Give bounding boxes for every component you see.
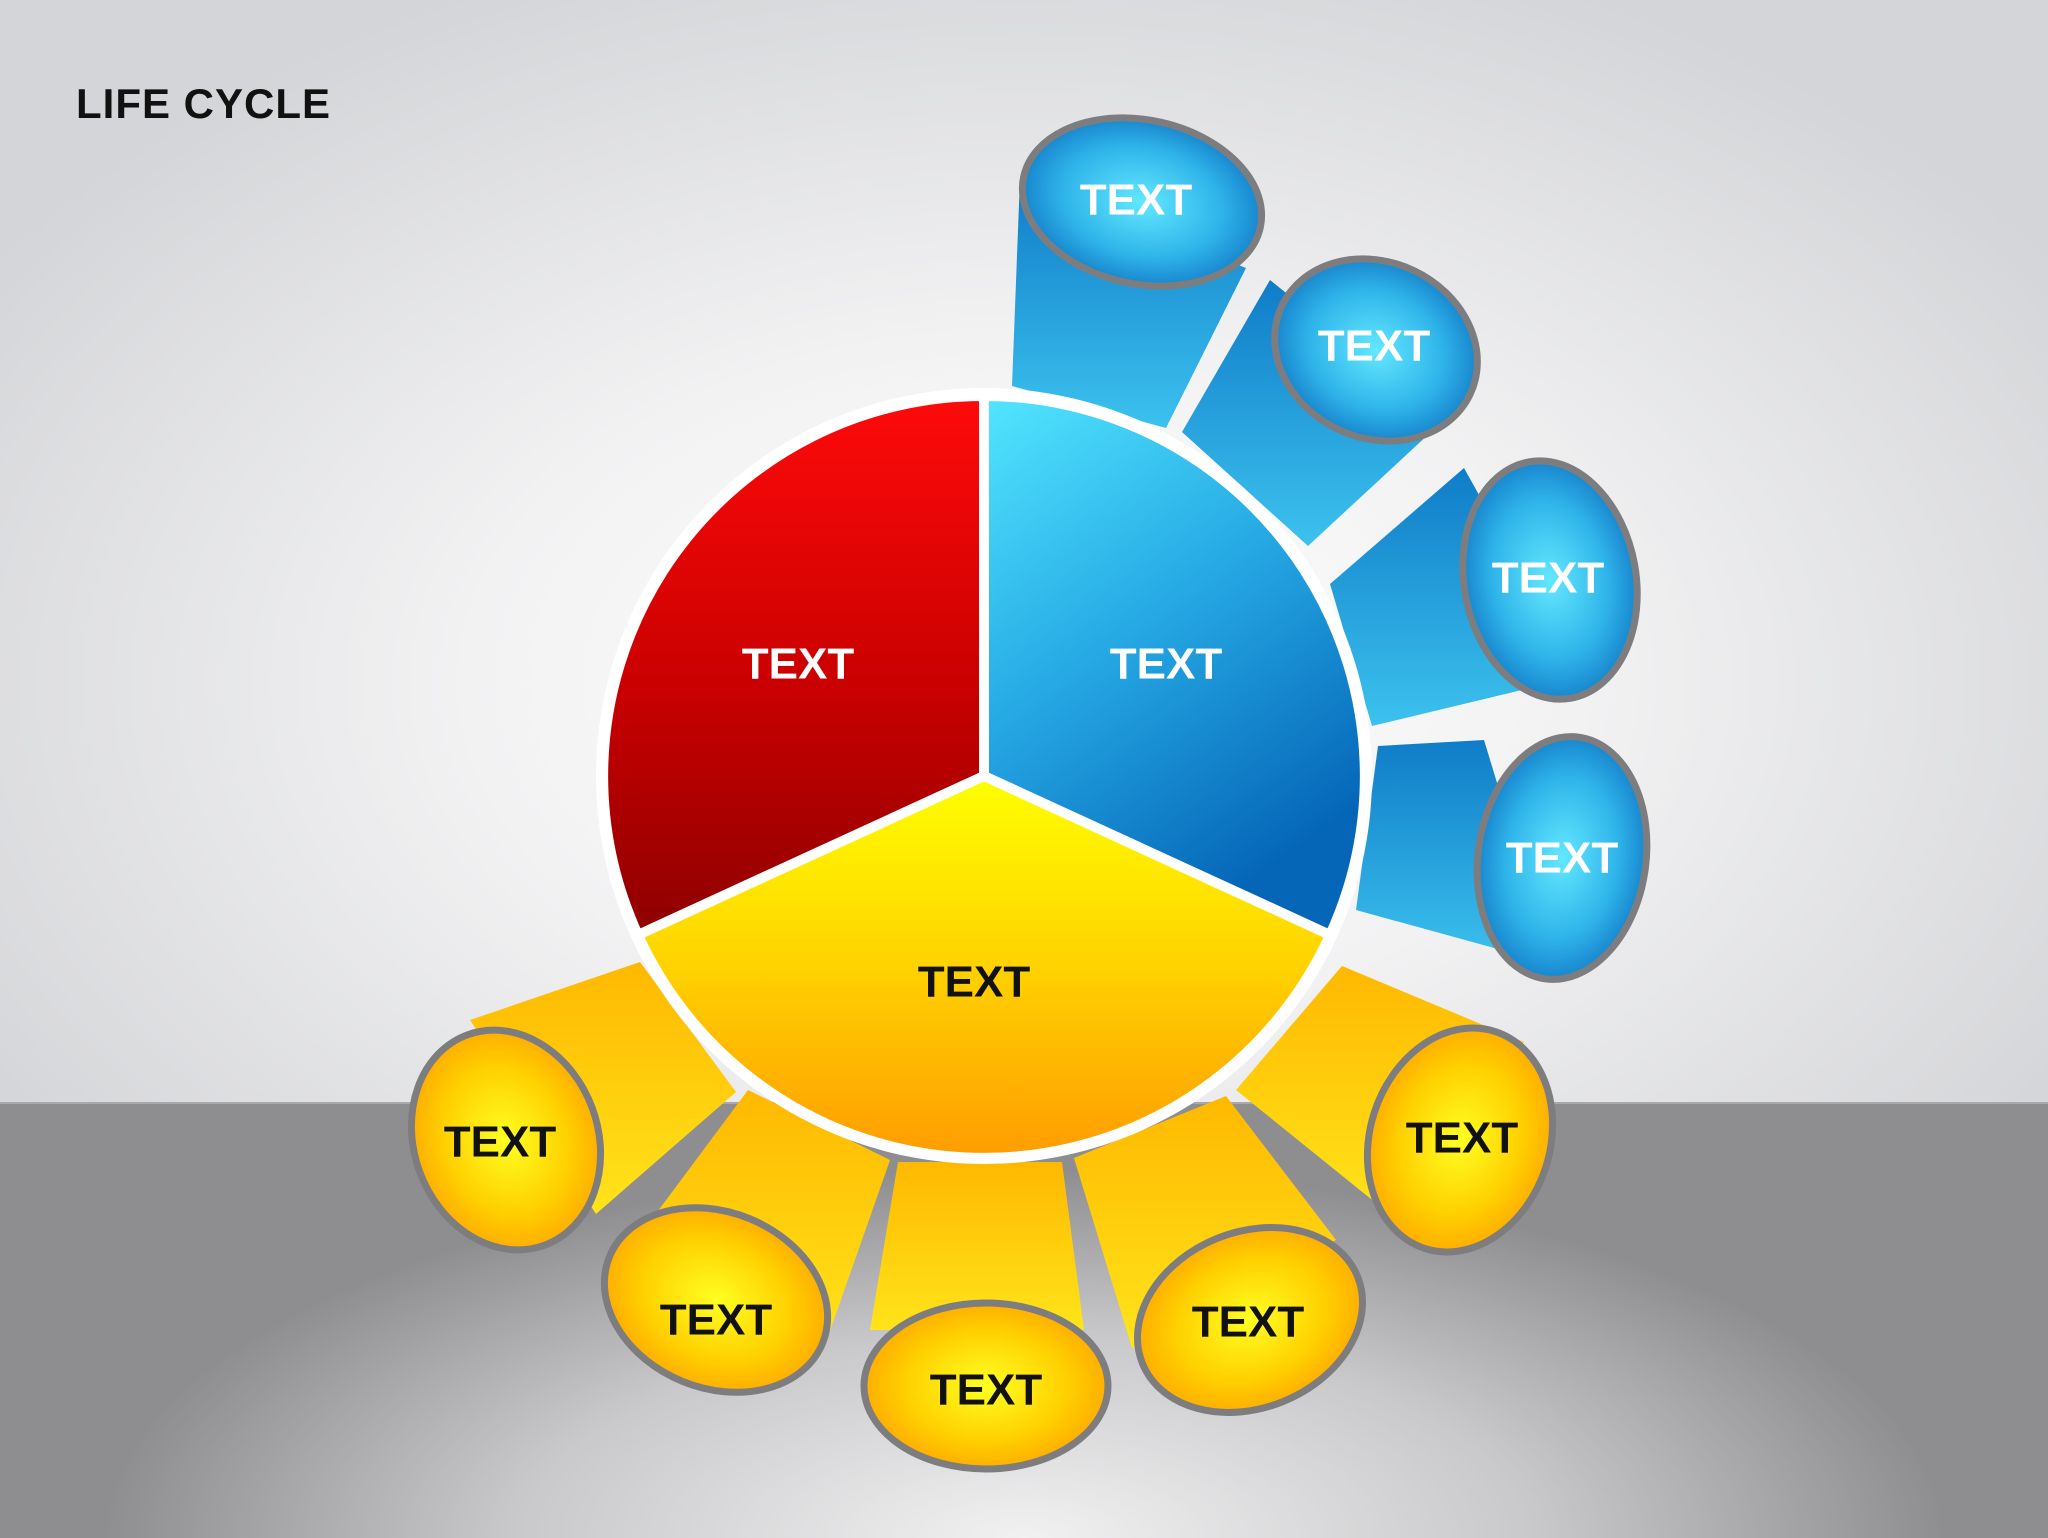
- yellow-branch-3-label: TEXT: [930, 1366, 1043, 1415]
- blue-branch-3-oval: [1459, 457, 1641, 703]
- blue-branch-2-oval: [1271, 255, 1481, 445]
- yellow-branch-4: TEXT: [1134, 1224, 1366, 1416]
- yellow-branch-5-oval: [1363, 1024, 1557, 1256]
- blue-branch-2-label: TEXT: [1318, 322, 1431, 371]
- yellow-branch-2: TEXT: [600, 1204, 832, 1396]
- yellow-segment-label: TEXT: [918, 958, 1031, 1007]
- blue-branch-4: TEXT: [1473, 733, 1651, 983]
- yellow-branch-3: TEXT: [860, 1299, 1112, 1473]
- yellow-branch-3-stem: [870, 1162, 1084, 1330]
- blue-branch-3: TEXT: [1459, 457, 1641, 703]
- yellow-branch-3-oval: [860, 1299, 1112, 1473]
- yellow-branch-4-label: TEXT: [1192, 1298, 1305, 1347]
- red-segment: [598, 390, 989, 940]
- yellow-branch-1-label: TEXT: [444, 1118, 557, 1167]
- yellow-branch-1: TEXT: [407, 1026, 605, 1254]
- blue-branch-4-oval: [1473, 733, 1651, 983]
- blue-segment: [979, 390, 1370, 940]
- yellow-branch-2-label: TEXT: [660, 1296, 773, 1345]
- yellow-segment: [633, 771, 1335, 1163]
- blue-segment-label: TEXT: [1110, 640, 1223, 689]
- yellow-branch-5: TEXT: [1363, 1024, 1557, 1256]
- yellow-branch-2-oval: [600, 1204, 832, 1396]
- red-segment-label: TEXT: [742, 640, 855, 689]
- blue-branch-3-label: TEXT: [1492, 554, 1605, 603]
- yellow-branch-1-oval: [407, 1026, 605, 1254]
- yellow-branch-4-stem: [1074, 1096, 1336, 1348]
- blue-branch-2: TEXT: [1271, 255, 1481, 445]
- blue-branch-4-label: TEXT: [1506, 834, 1619, 883]
- blue-branch-1-oval: [1018, 114, 1266, 290]
- blue-branch-1: TEXT: [1018, 114, 1266, 290]
- main-circle: [598, 390, 1370, 1163]
- yellow-branch-4-oval: [1134, 1224, 1366, 1416]
- yellow-branch-1-stem: [470, 962, 736, 1214]
- yellow-branch-5-label: TEXT: [1406, 1114, 1519, 1163]
- page-title: LIFE CYCLE: [76, 80, 332, 127]
- blue-branch-1-label: TEXT: [1080, 176, 1193, 225]
